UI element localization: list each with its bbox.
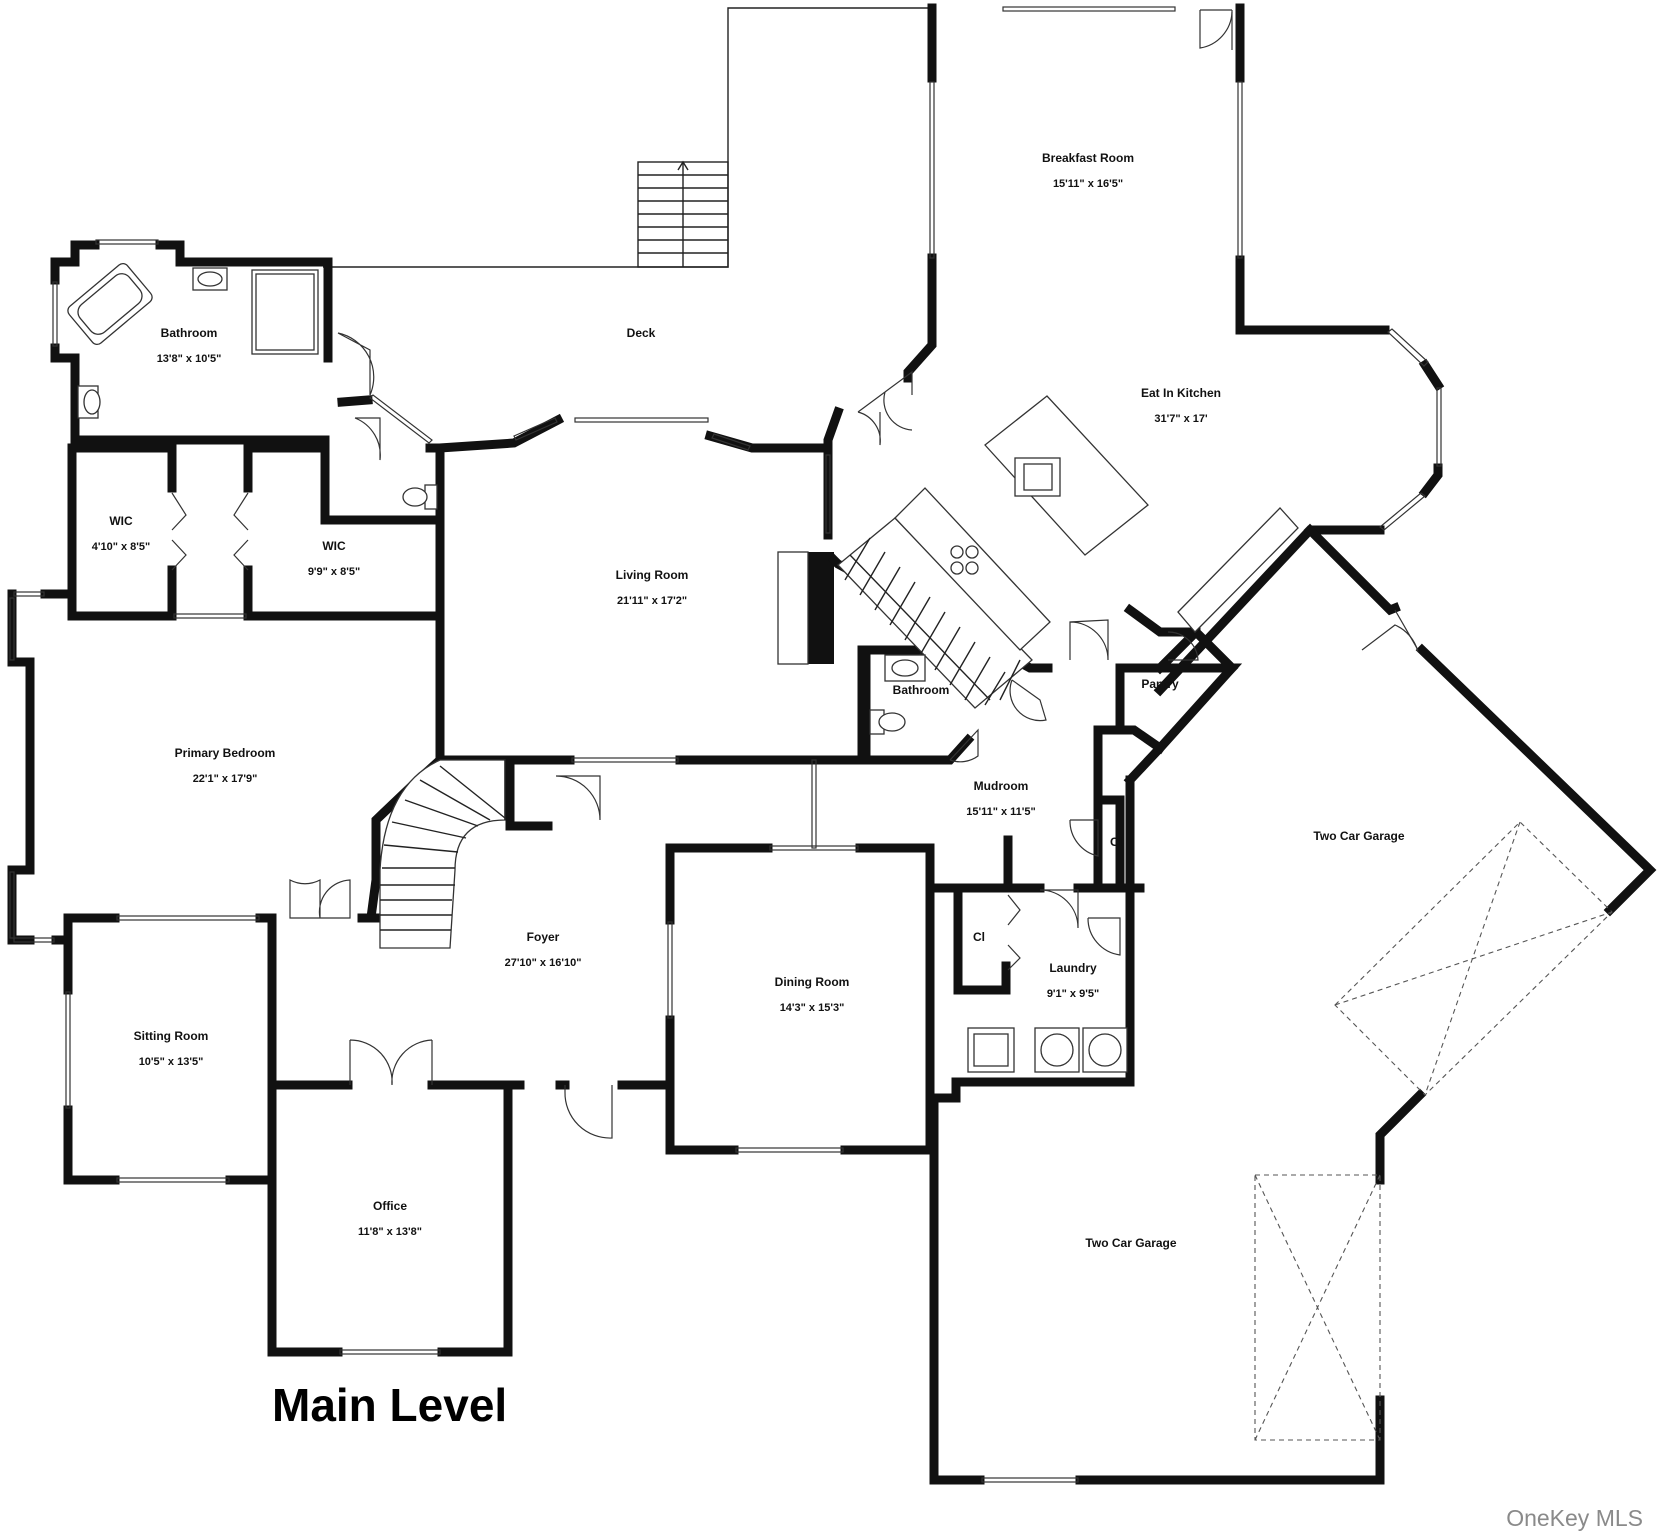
room-name: WIC — [109, 514, 133, 528]
room-name: Laundry — [1049, 961, 1097, 975]
room-dims: 9'1" x 9'5" — [1047, 988, 1099, 1000]
room-name: Two Car Garage — [1313, 829, 1404, 843]
level-title: Main Level — [272, 1379, 508, 1431]
room-name: Mudroom — [974, 779, 1029, 793]
watermark: OneKey MLS — [1506, 1505, 1643, 1531]
bathroom-fixtures — [67, 262, 926, 735]
room-dims: 21'11" x 17'2" — [617, 595, 687, 607]
garage-doors — [1254, 821, 1613, 1441]
doors — [171, 9, 1419, 1139]
room-dims: 10'5" x 13'5" — [139, 1056, 204, 1068]
room-name: Primary Bedroom — [175, 746, 276, 760]
room-dims: 14'3" x 15'3" — [780, 1002, 845, 1014]
room-name: Sitting Room — [134, 1029, 209, 1043]
room-name: Bathroom — [893, 683, 950, 697]
walls — [7, 3, 1657, 1485]
room-name: Bathroom — [161, 326, 218, 340]
kitchen-stairs — [837, 517, 1033, 709]
windows — [9, 6, 1442, 1483]
room-dims: 22'1" x 17'9" — [193, 773, 258, 785]
room-name: Office — [373, 1199, 407, 1213]
room-dims: 9'9" x 8'5" — [308, 566, 360, 578]
room-dims: 31'7" x 17' — [1154, 413, 1208, 425]
room-name: Eat In Kitchen — [1141, 386, 1221, 400]
kitchen-fixtures — [894, 395, 1299, 651]
room-name: Living Room — [616, 568, 689, 582]
room-dims: 11'8" x 13'8" — [358, 1226, 422, 1238]
room-name: Breakfast Room — [1042, 151, 1134, 165]
room-dims: 15'11" x 11'5" — [966, 806, 1036, 818]
foyer-stairs — [379, 759, 506, 949]
room-labels: Breakfast Room 15'11" x 16'5" Deck Bathr… — [92, 151, 1405, 1250]
room-dims: 27'10" x 16'10" — [505, 957, 582, 969]
deck-outline — [323, 7, 931, 268]
room-name: Foyer — [527, 930, 560, 944]
laundry-fixtures — [967, 1027, 1128, 1073]
room-name: Deck — [627, 326, 656, 340]
room-name: Pantry — [1141, 677, 1179, 691]
room-dims: 13'8" x 10'5" — [157, 353, 222, 365]
room-name: Cl — [973, 930, 985, 944]
room-name: Cl — [1110, 835, 1122, 849]
room-dims: 15'11" x 16'5" — [1053, 178, 1123, 190]
room-name: WIC — [322, 539, 346, 553]
room-name: Dining Room — [775, 975, 850, 989]
room-name: Two Car Garage — [1085, 1236, 1176, 1250]
room-dims: 4'10" x 8'5" — [92, 541, 150, 553]
